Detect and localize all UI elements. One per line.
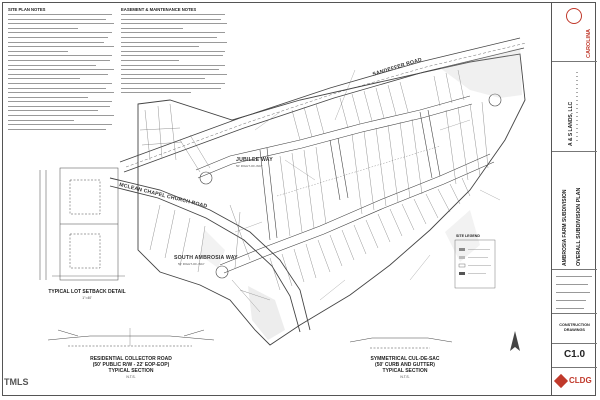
caption-culdesac: SYMMETRICAL CUL-DE-SAC — [370, 356, 440, 362]
site-legend-title: SITE LEGEND — [456, 234, 480, 238]
title-block-status-cell: CONSTRUCTION DRAWINGS — [552, 314, 597, 344]
title-block: CAROLINA A & S LANDS, LLC AMBROSIA FARM … — [551, 2, 597, 396]
north-arrow — [510, 331, 520, 351]
caption-collector-road-typ: TYPICAL SECTION — [108, 368, 154, 374]
lot-setback-detail — [39, 167, 125, 281]
road-row-south-ambrosia: 50' RIGHT-OF-WAY — [178, 262, 205, 266]
caption-lot-setback: TYPICAL LOT SETBACK DETAIL — [48, 289, 126, 295]
easement-notes-title: EASEMENT & MAINTENANCE NOTES — [121, 7, 197, 12]
site-plan-notes-body — [8, 14, 116, 133]
caption-lot-setback-scale: 1"=40' — [82, 296, 92, 300]
easement-notes-body — [121, 14, 227, 97]
project-name: AMBROSIA FARM SUBDIVISION — [562, 189, 568, 266]
road-row-jubilee: 50' RIGHT-OF-WAY — [236, 164, 263, 168]
title-block-revisions-cell — [552, 270, 597, 314]
owner-name: A & S LANDS, LLC — [568, 101, 574, 146]
caption-culdesac-curb: (50' CURB AND GUTTER) — [375, 362, 435, 368]
caption-culdesac-typ: TYPICAL SECTION — [382, 368, 428, 374]
firm-name: CAROLINA — [586, 28, 592, 58]
sheet-border — [2, 2, 596, 396]
culdesac-section — [349, 337, 453, 349]
title-block-owner-cell: A & S LANDS, LLC — [552, 62, 597, 152]
drawing-status: CONSTRUCTION DRAWINGS — [559, 323, 590, 332]
cldg-logo-icon — [553, 373, 569, 389]
title-block-logo-cell: CAROLINA — [552, 2, 597, 62]
mls-watermark: TMLS — [4, 377, 29, 387]
sheet-title: OVERALL SUBDIVISION PLAN — [576, 187, 582, 266]
site-plan-notes-title: SITE PLAN NOTES — [8, 7, 46, 12]
caption-collector-road-scale: N.T.S. — [126, 375, 136, 379]
caption-culdesac-scale: N.T.S. — [400, 375, 410, 379]
title-block-cldg-cell: CLDG — [552, 368, 597, 396]
road-label-jubilee: JUBILEE WAY — [236, 157, 273, 163]
title-block-sheet-cell: C1.0 — [552, 344, 597, 368]
firm-logo-icon — [566, 8, 582, 24]
road-label-south-ambrosia: SOUTH AMBROSIA WAY — [174, 255, 238, 261]
collector-road-section — [47, 328, 215, 347]
caption-collector-road: RESIDENTIAL COLLECTOR ROAD — [90, 356, 172, 362]
cldg-logo-text: CLDG — [569, 376, 592, 385]
caption-collector-road-row: (50' PUBLIC R/W - 22' EOP-EOP) — [92, 362, 170, 368]
sheet-number: C1.0 — [563, 349, 586, 360]
title-block-project-cell: AMBROSIA FARM SUBDIVISION OVERALL SUBDIV… — [552, 152, 597, 270]
site-legend-box — [454, 239, 496, 289]
